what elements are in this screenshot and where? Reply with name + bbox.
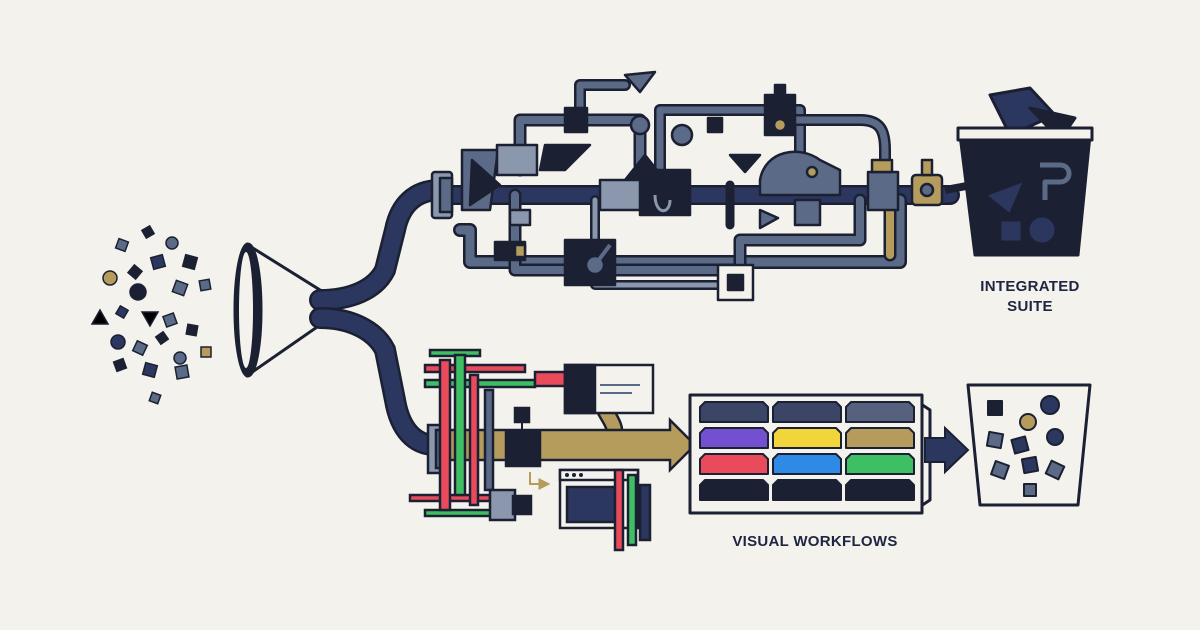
- integrated-suite-label-line2: SUITE: [1007, 298, 1053, 315]
- tray-cell: [772, 479, 842, 501]
- tray-cell: [699, 453, 769, 475]
- integrated-suite-label: INTEGRATED SUITE: [955, 277, 1105, 317]
- scatter-shape: [181, 253, 199, 271]
- scatter-shape: [149, 253, 167, 271]
- integrated-suite-machine: [430, 70, 973, 302]
- scatter-shape: [112, 357, 128, 373]
- scattered-input-shapes: [90, 224, 212, 405]
- bin-item: [1044, 459, 1066, 481]
- bin-item: [1019, 413, 1037, 431]
- bin-item: [985, 430, 1005, 450]
- scatter-shape: [102, 270, 118, 286]
- integrated-suite-label-line1: INTEGRATED: [980, 278, 1080, 295]
- tray-cell: [699, 427, 769, 449]
- scatter-shape: [131, 339, 149, 357]
- scatter-shape: [126, 263, 144, 281]
- scatter-shape: [140, 224, 156, 240]
- scatter-shape: [161, 311, 179, 329]
- bin-item: [990, 460, 1010, 480]
- scatter-shape: [90, 308, 110, 325]
- scatter-shape: [129, 283, 147, 301]
- bin-item: [987, 400, 1003, 416]
- bin-item: [1010, 435, 1030, 455]
- scatter-shape: [174, 364, 190, 380]
- scatter-shape: [141, 361, 159, 379]
- workflow-tray: [688, 393, 932, 515]
- tray-cell: [845, 401, 915, 423]
- scatter-shape: [154, 330, 170, 346]
- scatter-shape: [110, 334, 126, 350]
- scatter-shape: [185, 323, 199, 337]
- scatter-shape: [140, 311, 160, 328]
- scatter-shape: [198, 278, 212, 292]
- arrow-to-bin: [924, 425, 970, 475]
- scatter-shape: [171, 279, 189, 297]
- visual-workflows-label: VISUAL WORKFLOWS: [732, 533, 898, 550]
- main-pipe: [309, 179, 451, 456]
- bin-item: [1046, 428, 1064, 446]
- tray-cell: [845, 453, 915, 475]
- scatter-shape: [173, 351, 187, 365]
- scatter-shape: [114, 304, 130, 320]
- bin-item: [1023, 483, 1037, 497]
- tray-cell: [772, 427, 842, 449]
- visual-workflows-machine: [408, 348, 697, 552]
- scatter-shape: [148, 391, 162, 405]
- integrated-suite-bin: [956, 86, 1094, 257]
- bin-item: [1040, 395, 1060, 415]
- funnel-icon: [233, 242, 322, 378]
- scatter-shape: [200, 346, 212, 358]
- tray-cell: [772, 453, 842, 475]
- scatter-shape: [165, 236, 179, 250]
- tray-cell: [772, 401, 842, 423]
- tray-cell: [845, 479, 915, 501]
- bin-item: [1020, 455, 1040, 475]
- visual-workflows-bin: [966, 383, 1092, 507]
- tray-cell: [699, 479, 769, 501]
- scatter-shape: [114, 237, 130, 253]
- tray-cell: [699, 401, 769, 423]
- tray-cell: [845, 427, 915, 449]
